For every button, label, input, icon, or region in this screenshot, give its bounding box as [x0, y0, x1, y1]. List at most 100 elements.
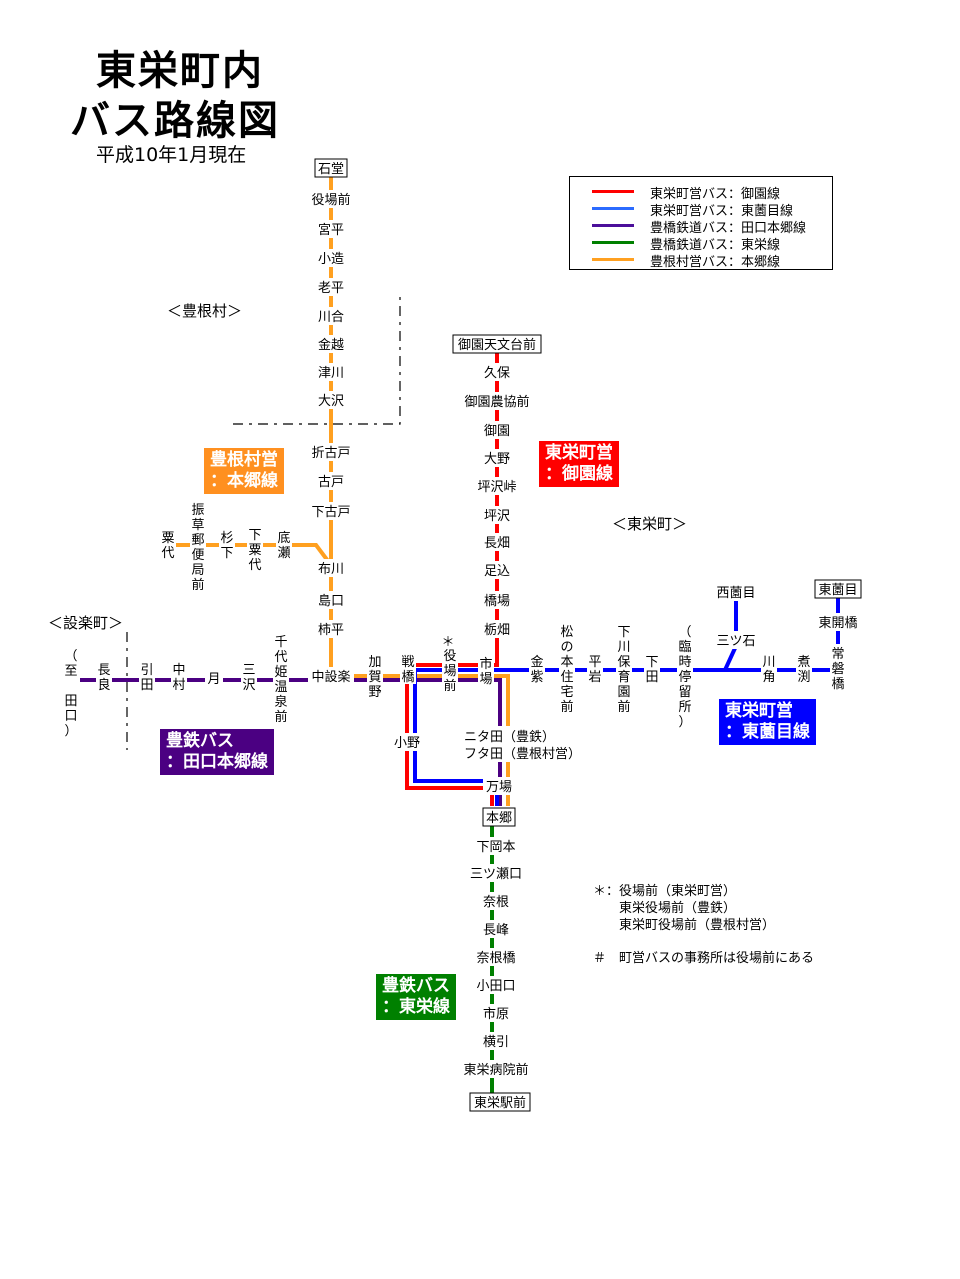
stop-orikodo[interactable]: 折古戸 — [308, 443, 354, 461]
stop-ichiba[interactable]: 市場 — [478, 654, 494, 687]
stop-label: 御園天文台前 — [458, 337, 536, 353]
stop-ishido[interactable]: 石堂 — [314, 158, 348, 178]
stop-label-char: 岩 — [588, 670, 601, 685]
stop-kodaguchi[interactable]: 小田口 — [473, 976, 519, 994]
stop-kakidaira[interactable]: 柿平 — [315, 620, 347, 638]
stop-nibuchi[interactable]: 煮渕 — [796, 652, 812, 685]
stop-tochihata[interactable]: 栃畑 — [481, 620, 513, 638]
stop-byoin[interactable]: 東栄病院前 — [459, 1060, 533, 1078]
stop-tsubosawa[interactable]: 坪沢 — [481, 506, 513, 524]
stop-label-char: 代 — [161, 546, 174, 561]
stop-futada[interactable]: ニタ田（豊鉄）フタ田（豊根村営） — [462, 726, 592, 762]
stop-label-char: の — [560, 640, 573, 655]
label-bg — [315, 249, 347, 267]
stop-manba[interactable]: 万場 — [483, 777, 515, 795]
stop-nishizonome[interactable]: 西薗目 — [713, 583, 759, 601]
stop-nakamura[interactable]: 中村 — [171, 660, 187, 693]
stop-ashigome[interactable]: 足込 — [481, 561, 513, 579]
stop-mitsuishi[interactable]: 三ツ石 — [713, 631, 759, 649]
stop-label: 万場 — [486, 780, 512, 795]
stop-label-char: 前 — [443, 678, 456, 694]
stop-label-char: 育 — [617, 669, 630, 685]
stop-oidaira[interactable]: 老平 — [315, 278, 347, 296]
label-bg — [480, 1004, 512, 1022]
stop-kagano[interactable]: 加賀野 — [367, 652, 383, 700]
stop-nanebashi[interactable]: 奈根橋 — [473, 948, 519, 966]
stop-label-char: 臨 — [678, 640, 691, 655]
stop-hiraiwa[interactable]: 平岩 — [587, 652, 603, 685]
badge-taguchi-line: 豊鉄バス ：田口本郷線 — [160, 729, 274, 775]
stop-kodo[interactable]: 古戸 — [315, 472, 347, 490]
stop-miyadaira[interactable]: 宮平 — [315, 220, 347, 238]
stop-label: 東開橋 — [818, 615, 857, 631]
stop-yakubamae_n[interactable]: 役場前 — [308, 190, 354, 208]
label-bg — [481, 561, 513, 579]
stop-awashiro[interactable]: 粟代 — [160, 528, 176, 561]
stop-hashiba[interactable]: 橋場 — [481, 591, 513, 609]
stop-goen_tenmon[interactable]: 御園天文台前 — [452, 334, 542, 354]
stop-ono2[interactable]: 大野 — [481, 449, 513, 467]
stop-tsubosawa_toge[interactable]: 坪沢峠 — [474, 477, 520, 495]
label-bg — [761, 652, 777, 684]
stop-label-char: ） — [678, 715, 691, 730]
stop-goen_nokyo[interactable]: 御園農協前 — [460, 392, 534, 410]
stop-nakashitara[interactable]: 中設楽 — [308, 667, 354, 685]
stop-label-char: 田 — [64, 694, 77, 709]
stop-goen[interactable]: 御園 — [481, 421, 513, 439]
stop-nagamine[interactable]: 長峰 — [480, 920, 512, 938]
stop-label-char: 磐 — [831, 662, 844, 677]
label-bg — [481, 506, 513, 524]
stop-taguchi[interactable]: （至 田口） — [63, 646, 79, 739]
stop-tsugawa[interactable]: 津川 — [315, 363, 347, 381]
legend-item: 豊橋鉄道バス：東栄線 — [570, 234, 832, 253]
stop-label-char: 沢 — [242, 678, 255, 693]
stop-label: 橋場 — [484, 594, 510, 609]
stop-label: 古戸 — [318, 475, 344, 490]
stop-nane[interactable]: 奈根 — [480, 892, 512, 910]
stop-yokobiki[interactable]: 横引 — [480, 1032, 512, 1050]
stop-ono[interactable]: 小野 — [391, 733, 423, 751]
stop-label-char: 前 — [560, 699, 573, 715]
stop-ekimae[interactable]: 東栄駅前 — [469, 1092, 531, 1112]
label-bg — [139, 660, 155, 692]
area-label-toei: ＜東栄町＞ — [612, 515, 688, 533]
stop-nagara[interactable]: 長良 — [96, 660, 112, 693]
label-bg — [160, 528, 176, 560]
stop-sennohashi[interactable]: 戦橋 — [400, 652, 416, 685]
stop-shimokodo[interactable]: 下古戸 — [308, 502, 354, 520]
stop-mitsuse[interactable]: 三ツ瀬口 — [466, 864, 526, 882]
stop-kawai[interactable]: 川合 — [315, 307, 347, 325]
stop-osawa[interactable]: 大沢 — [315, 391, 347, 409]
stop-shimaguchi[interactable]: 島口 — [315, 591, 347, 609]
stop-hongo[interactable]: 本郷 — [482, 807, 516, 827]
stop-kanamura[interactable]: 金紫 — [529, 652, 545, 685]
stop-nagahata[interactable]: 長畑 — [481, 533, 513, 551]
stop-hikida[interactable]: 引田 — [139, 660, 155, 693]
stop-shimookamoto[interactable]: 下岡本 — [473, 837, 519, 855]
stop-higashikai[interactable]: 東開橋 — [815, 613, 861, 631]
stop-kubo[interactable]: 久保 — [481, 363, 513, 381]
stop-yakubamae_c[interactable]: 役場前 — [442, 646, 458, 694]
stop-kozo[interactable]: 小造 — [315, 249, 347, 267]
stop-shimoda[interactable]: 下田 — [644, 652, 660, 685]
stop-sugishita[interactable]: 杉下 — [219, 528, 235, 561]
stop-sokose[interactable]: 底瀬 — [276, 528, 292, 561]
stop-label: 小造 — [318, 252, 344, 267]
stop-kanagoe[interactable]: 金越 — [315, 335, 347, 353]
stop-nunokawa[interactable]: 布川 — [315, 559, 347, 577]
stop-tsuki[interactable]: 月 — [205, 669, 223, 687]
badge-toei-line: 豊鉄バス ：東栄線 — [376, 974, 456, 1020]
stop-ichihara[interactable]: 市原 — [480, 1004, 512, 1022]
stop-higashizonome[interactable]: 東薗目 — [814, 579, 862, 599]
terminal-box — [314, 158, 348, 178]
stop-shimoawashiro[interactable]: 下粟代 — [247, 525, 263, 573]
stop-label: 東栄駅前 — [474, 1095, 526, 1111]
stop-misawa[interactable]: 三沢 — [241, 660, 257, 693]
stop-kawakado[interactable]: 川角 — [761, 652, 777, 685]
stop-tokiwabashi[interactable]: 常磐橋 — [830, 644, 846, 692]
